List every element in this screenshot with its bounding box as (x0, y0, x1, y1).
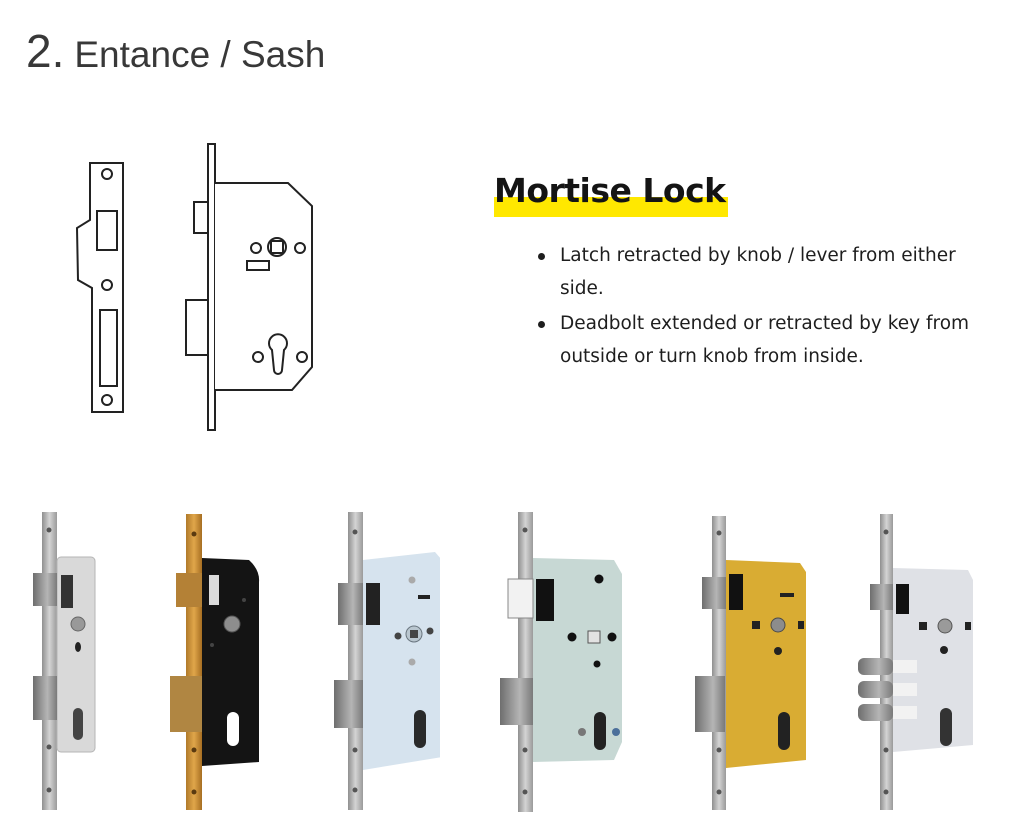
feature-item: Latch retracted by knob / lever from eit… (536, 240, 1002, 305)
bullet-icon (538, 253, 545, 260)
section-number: 2. (26, 25, 65, 77)
heading-block: Mortise Lock (494, 168, 728, 217)
product-gallery (0, 500, 1024, 830)
lock-body-icon (185, 143, 313, 431)
section-title: 2.Entance / Sash (26, 24, 325, 78)
product-triple-bolt-image (858, 514, 973, 810)
feature-list: Latch retracted by knob / lever from eit… (536, 240, 1014, 373)
product-stainless-green-grey-image (500, 512, 622, 812)
mortise-lock-diagram (60, 130, 340, 440)
strike-plate-icon (75, 162, 124, 413)
product-stainless-gold-image (695, 516, 806, 810)
info-panel: Mortise Lock Latch retracted by knob / l… (494, 168, 1014, 376)
bullet-icon (538, 321, 545, 328)
product-stainless-light-grey-image (334, 512, 440, 810)
feature-item: Deadbolt extended or retracted by key fr… (536, 308, 1002, 373)
heading: Mortise Lock (494, 171, 726, 210)
section-label: Entance / Sash (74, 34, 326, 75)
heading-highlight (494, 197, 728, 217)
deadbolt-icon (858, 658, 917, 721)
product-brass-black-image (170, 514, 260, 810)
product-narrow-stainless-image (33, 512, 96, 810)
